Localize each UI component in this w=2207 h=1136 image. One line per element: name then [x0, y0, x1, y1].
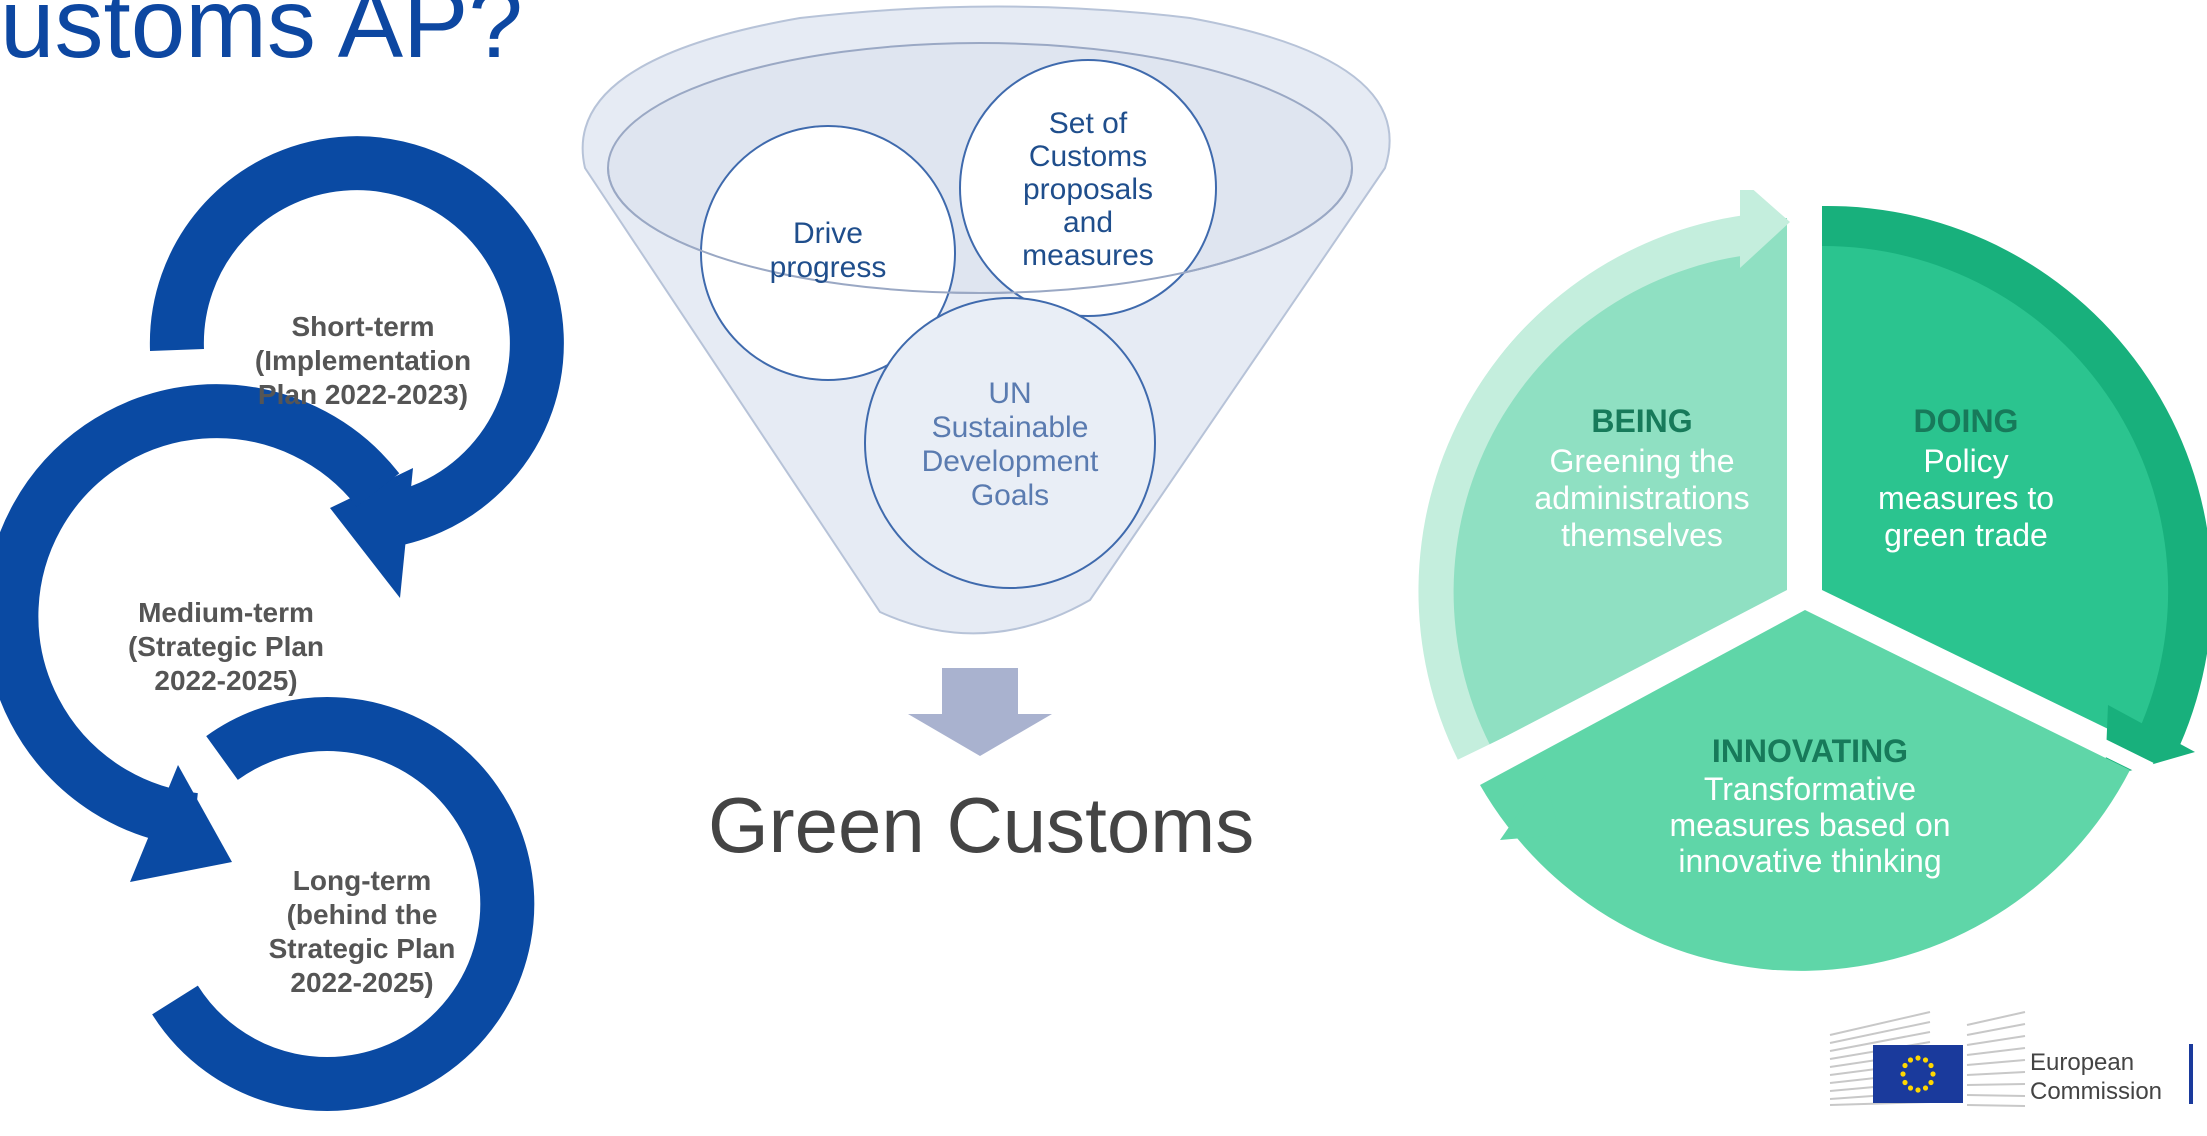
doing-arrow-band [1822, 205, 2207, 745]
doing-text: DOING Policy measures to green trade [1878, 403, 2054, 553]
funnel-diagram: Drive progress Set of Customs proposals … [581, 5, 1391, 756]
doing-line: green trade [1884, 517, 2048, 553]
customs-proposals-line: Set of [1049, 107, 1128, 140]
green-customs-label: Green Customs [708, 781, 1255, 869]
medium-term-line: Medium-term [138, 597, 314, 628]
cycle-diagram: BEING Greening the administrations thems… [1418, 190, 2207, 971]
circle-customs-proposals [959, 59, 1217, 317]
un-goals-text: UN Sustainable Development Goals [922, 377, 1099, 512]
slide-title: ustoms AP? [0, 0, 523, 78]
doing-heading: DOING [1914, 403, 2019, 439]
european-commission-logo [1829, 1011, 2193, 1107]
innovating-arrowhead [1500, 775, 1560, 840]
ec-label-commission: Commission [2030, 1078, 2163, 1105]
innovating-line: measures based on [1669, 807, 1950, 843]
medium-term-arc [0, 384, 400, 847]
long-term-line: Strategic Plan [269, 933, 456, 964]
drive-progress-line: Drive [793, 217, 863, 250]
medium-term-line: 2022-2025) [154, 665, 297, 696]
short-term-line: Short-term [291, 311, 434, 342]
drive-progress-line: progress [770, 251, 887, 284]
eu-flag [1873, 1045, 1963, 1103]
being-heading: BEING [1591, 403, 1692, 439]
customs-proposals-line: Customs [1029, 140, 1147, 173]
being-arrow-band [1418, 215, 1748, 760]
circle-drive-progress [700, 125, 956, 381]
being-line: Greening the [1549, 443, 1734, 479]
long-term-label: Long-term (behind the Strategic Plan 202… [269, 865, 456, 998]
long-term-arc [152, 697, 535, 1111]
funnel-rim-front [607, 167, 1353, 294]
being-text: BEING Greening the administrations thems… [1534, 403, 1749, 553]
customs-proposals-line: proposals [1023, 173, 1153, 206]
doing-segment [1822, 208, 2171, 742]
being-line: administrations [1534, 480, 1749, 516]
doing-line: measures to [1878, 480, 2054, 516]
innovating-heading: INNOVATING [1712, 733, 1908, 769]
un-goals-line: Development [922, 445, 1099, 478]
medium-term-line: (Strategic Plan [128, 631, 324, 662]
un-goals-line: UN [988, 377, 1031, 410]
long-term-line: 2022-2025) [290, 967, 433, 998]
medium-term-label: Medium-term (Strategic Plan 2022-2025) [128, 597, 324, 696]
short-term-arrowhead [330, 468, 413, 598]
long-term-line: (behind the [287, 899, 438, 930]
short-term-line: Plan 2022-2023) [258, 379, 468, 410]
innovating-segment [1480, 610, 2130, 971]
doing-line: Policy [1923, 443, 2008, 479]
short-term-line: (Implementation [255, 345, 471, 376]
un-goals-line: Sustainable [932, 411, 1089, 444]
down-arrow [908, 668, 1052, 756]
ec-label-european: European [2030, 1049, 2135, 1076]
customs-proposals-line: measures [1022, 239, 1154, 272]
long-term-line: Long-term [293, 865, 431, 896]
separator-right [1801, 592, 2154, 778]
eu-stars [1900, 1055, 1936, 1093]
medium-term-arrowhead [130, 765, 232, 882]
innovating-line: innovative thinking [1678, 843, 1941, 879]
innovating-text: INNOVATING Transformative measures based… [1669, 733, 1950, 879]
being-arrowhead [1740, 190, 1790, 268]
separator-left [1451, 592, 1809, 778]
being-line: themselves [1561, 517, 1723, 553]
short-term-label: Short-term (Implementation Plan 2022-202… [255, 311, 471, 410]
innovating-line: Transformative [1704, 771, 1916, 807]
circle-un-goals [864, 297, 1156, 589]
customs-proposals-text: Set of Customs proposals and measures [1022, 107, 1154, 272]
timeline-diagram: Short-term (Implementation Plan 2022-202… [0, 136, 564, 1111]
logo-divider [2189, 1044, 2193, 1104]
drive-progress-text: Drive progress [770, 217, 887, 284]
un-goals-line: Goals [971, 479, 1049, 512]
customs-proposals-line: and [1063, 206, 1113, 239]
short-term-arc [149, 136, 564, 550]
